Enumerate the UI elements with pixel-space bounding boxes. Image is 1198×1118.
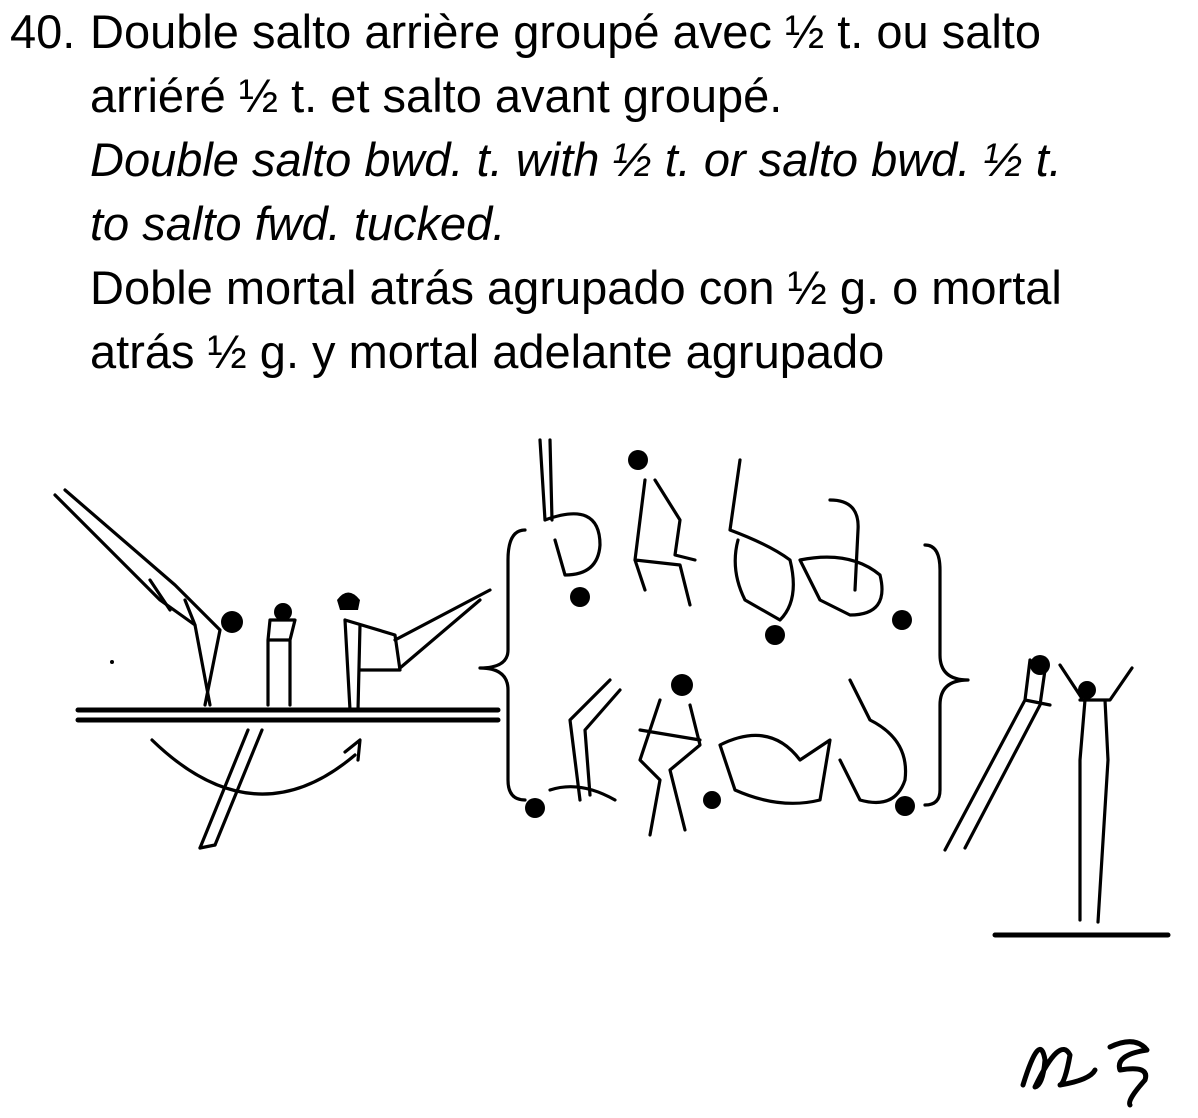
- element-number: 40.: [10, 5, 76, 58]
- gymnastics-illustration: [53, 438, 1171, 938]
- salto-half-turn-variant: [525, 674, 915, 837]
- english-line-2: to salto fwd. tucked.: [90, 197, 506, 250]
- double-salto-variant: [538, 438, 912, 645]
- right-brace: [923, 543, 970, 807]
- spanish-line-2: atrás ½ g. y mortal adelante agrupado: [90, 325, 885, 378]
- parallel-bars: [75, 660, 501, 723]
- landing: [943, 655, 1171, 938]
- swing-on-bar: [53, 488, 492, 850]
- element-description: 40. Double salto arrière groupé avec ½ t…: [10, 0, 1195, 384]
- spanish-line-1: Doble mortal atrás agrupado con ½ g. o m…: [90, 261, 1062, 314]
- french-line-1: Double salto arrière groupé avec ½ t. ou…: [90, 5, 1041, 58]
- left-brace: [478, 528, 527, 802]
- english-line-1: Double salto bwd. t. with ½ t. or salto …: [90, 133, 1062, 186]
- french-line-2: arriéré ½ t. et salto avant groupé.: [90, 69, 783, 122]
- signature: [1020, 1039, 1150, 1108]
